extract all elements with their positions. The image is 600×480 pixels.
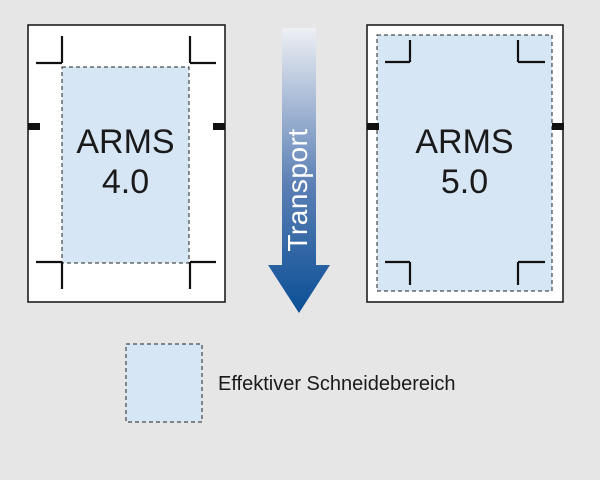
- arms-4-version: 4.0: [101, 163, 150, 201]
- side-ticks-left: [28, 123, 225, 130]
- legend-label: Effektiver Schneidebereich: [218, 373, 456, 395]
- transport-arrow: [268, 28, 330, 313]
- arms-5-title: ARMS: [415, 123, 514, 161]
- transport-label: Transport: [282, 128, 313, 252]
- arms-5-panel: [366, 24, 564, 303]
- arrow-down-icon: [268, 28, 330, 313]
- cut-area-right: [376, 34, 553, 292]
- legend-swatch: [125, 343, 203, 423]
- arms-4-label: ARMS 4.0: [62, 122, 189, 202]
- side-ticks-right: [367, 123, 564, 130]
- registration-marks-left: [36, 36, 216, 289]
- arms-4-title: ARMS: [76, 123, 175, 161]
- registration-marks-right: [385, 40, 545, 285]
- arms-5-version: 5.0: [440, 163, 489, 201]
- cut-area-left: [61, 66, 190, 264]
- arms-5-label: ARMS 5.0: [377, 122, 552, 202]
- arms-4-panel: [27, 24, 226, 303]
